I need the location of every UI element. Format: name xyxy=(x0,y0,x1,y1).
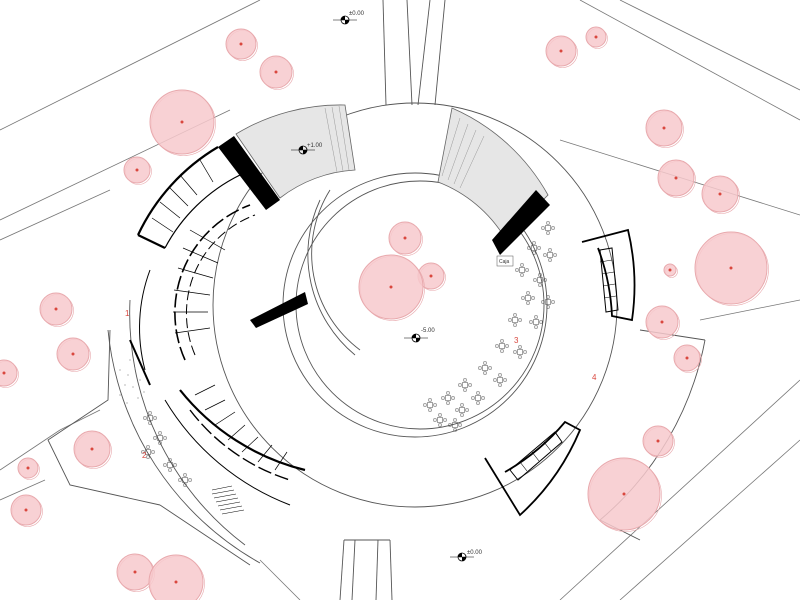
tree-icon xyxy=(0,359,19,388)
entrance-ramps xyxy=(235,104,549,239)
elevation-label: +1.00 xyxy=(307,143,323,149)
tree-icon xyxy=(585,26,608,49)
table-icon xyxy=(515,263,529,277)
zone-label-2: 2 xyxy=(142,451,147,460)
tree-icon xyxy=(642,425,675,458)
southwest-wing-rooms xyxy=(164,384,306,515)
table-icon xyxy=(513,345,527,359)
table-icon xyxy=(458,378,472,392)
table-icon xyxy=(471,391,485,405)
table-icon xyxy=(478,361,492,375)
table-icon xyxy=(433,413,447,427)
table-icon xyxy=(441,391,455,405)
room-tag: Caja xyxy=(496,255,514,267)
trees xyxy=(0,26,769,600)
lounge-tables xyxy=(141,411,192,487)
room-tag-label: Caja xyxy=(499,259,510,265)
tree-icon xyxy=(116,553,155,592)
tree-icon xyxy=(663,263,678,278)
elevation-marker-bottom: ±0.00 xyxy=(450,550,483,562)
tree-icon xyxy=(149,89,216,156)
tree-icon xyxy=(225,28,258,61)
tree-icon xyxy=(645,305,680,340)
tree-icon xyxy=(73,430,112,469)
table-icon xyxy=(178,473,192,487)
elevation-marker-top: ±0.00 xyxy=(333,11,365,25)
table-icon xyxy=(153,431,167,445)
table-icon xyxy=(529,315,543,329)
table-icon xyxy=(493,373,507,387)
zone-label-4: 4 xyxy=(592,373,597,382)
tree-icon xyxy=(39,292,74,327)
table-icon xyxy=(508,313,522,327)
table-icon xyxy=(543,248,557,262)
tree-icon xyxy=(358,254,425,321)
elevation-label: ±0.00 xyxy=(349,11,365,17)
tree-icon xyxy=(259,55,294,90)
table-icon xyxy=(495,339,509,353)
table-icon xyxy=(163,458,177,472)
gravel-area xyxy=(119,359,145,404)
tree-icon xyxy=(123,156,152,185)
tree-icon xyxy=(56,337,91,372)
table-icon xyxy=(448,418,462,432)
elevation-label: -5.00 xyxy=(421,328,435,334)
tree-icon xyxy=(587,457,662,532)
elevation-label: ±0.00 xyxy=(467,550,483,556)
zone-label-1: 1 xyxy=(125,309,130,318)
tree-icon xyxy=(148,554,205,600)
tree-icon xyxy=(694,231,769,306)
tree-icon xyxy=(645,109,684,148)
solid-walls xyxy=(218,136,550,328)
access-paths xyxy=(339,0,446,600)
table-icon xyxy=(521,291,535,305)
table-icon xyxy=(455,403,469,417)
table-icon xyxy=(423,398,437,412)
table-icon xyxy=(143,411,157,425)
table-icon xyxy=(141,445,155,459)
tree-icon xyxy=(701,175,740,214)
table-icon xyxy=(541,221,555,235)
east-wing-rooms xyxy=(484,228,636,517)
elevation-marker-upper: +1.00 xyxy=(291,143,323,155)
elevation-marker-court: -5.00 xyxy=(404,328,435,343)
tree-icon xyxy=(10,494,43,527)
west-wing-rooms xyxy=(129,146,256,386)
table-icon xyxy=(533,273,547,287)
table-icon xyxy=(541,295,555,309)
tree-icon xyxy=(388,221,423,256)
table-icon xyxy=(527,241,541,255)
tree-icon xyxy=(657,159,696,198)
zone-label-3: 3 xyxy=(514,336,519,345)
tree-icon xyxy=(17,457,40,480)
cafe-tables xyxy=(423,221,557,432)
tree-icon xyxy=(673,344,702,373)
tree-icon xyxy=(545,35,578,68)
